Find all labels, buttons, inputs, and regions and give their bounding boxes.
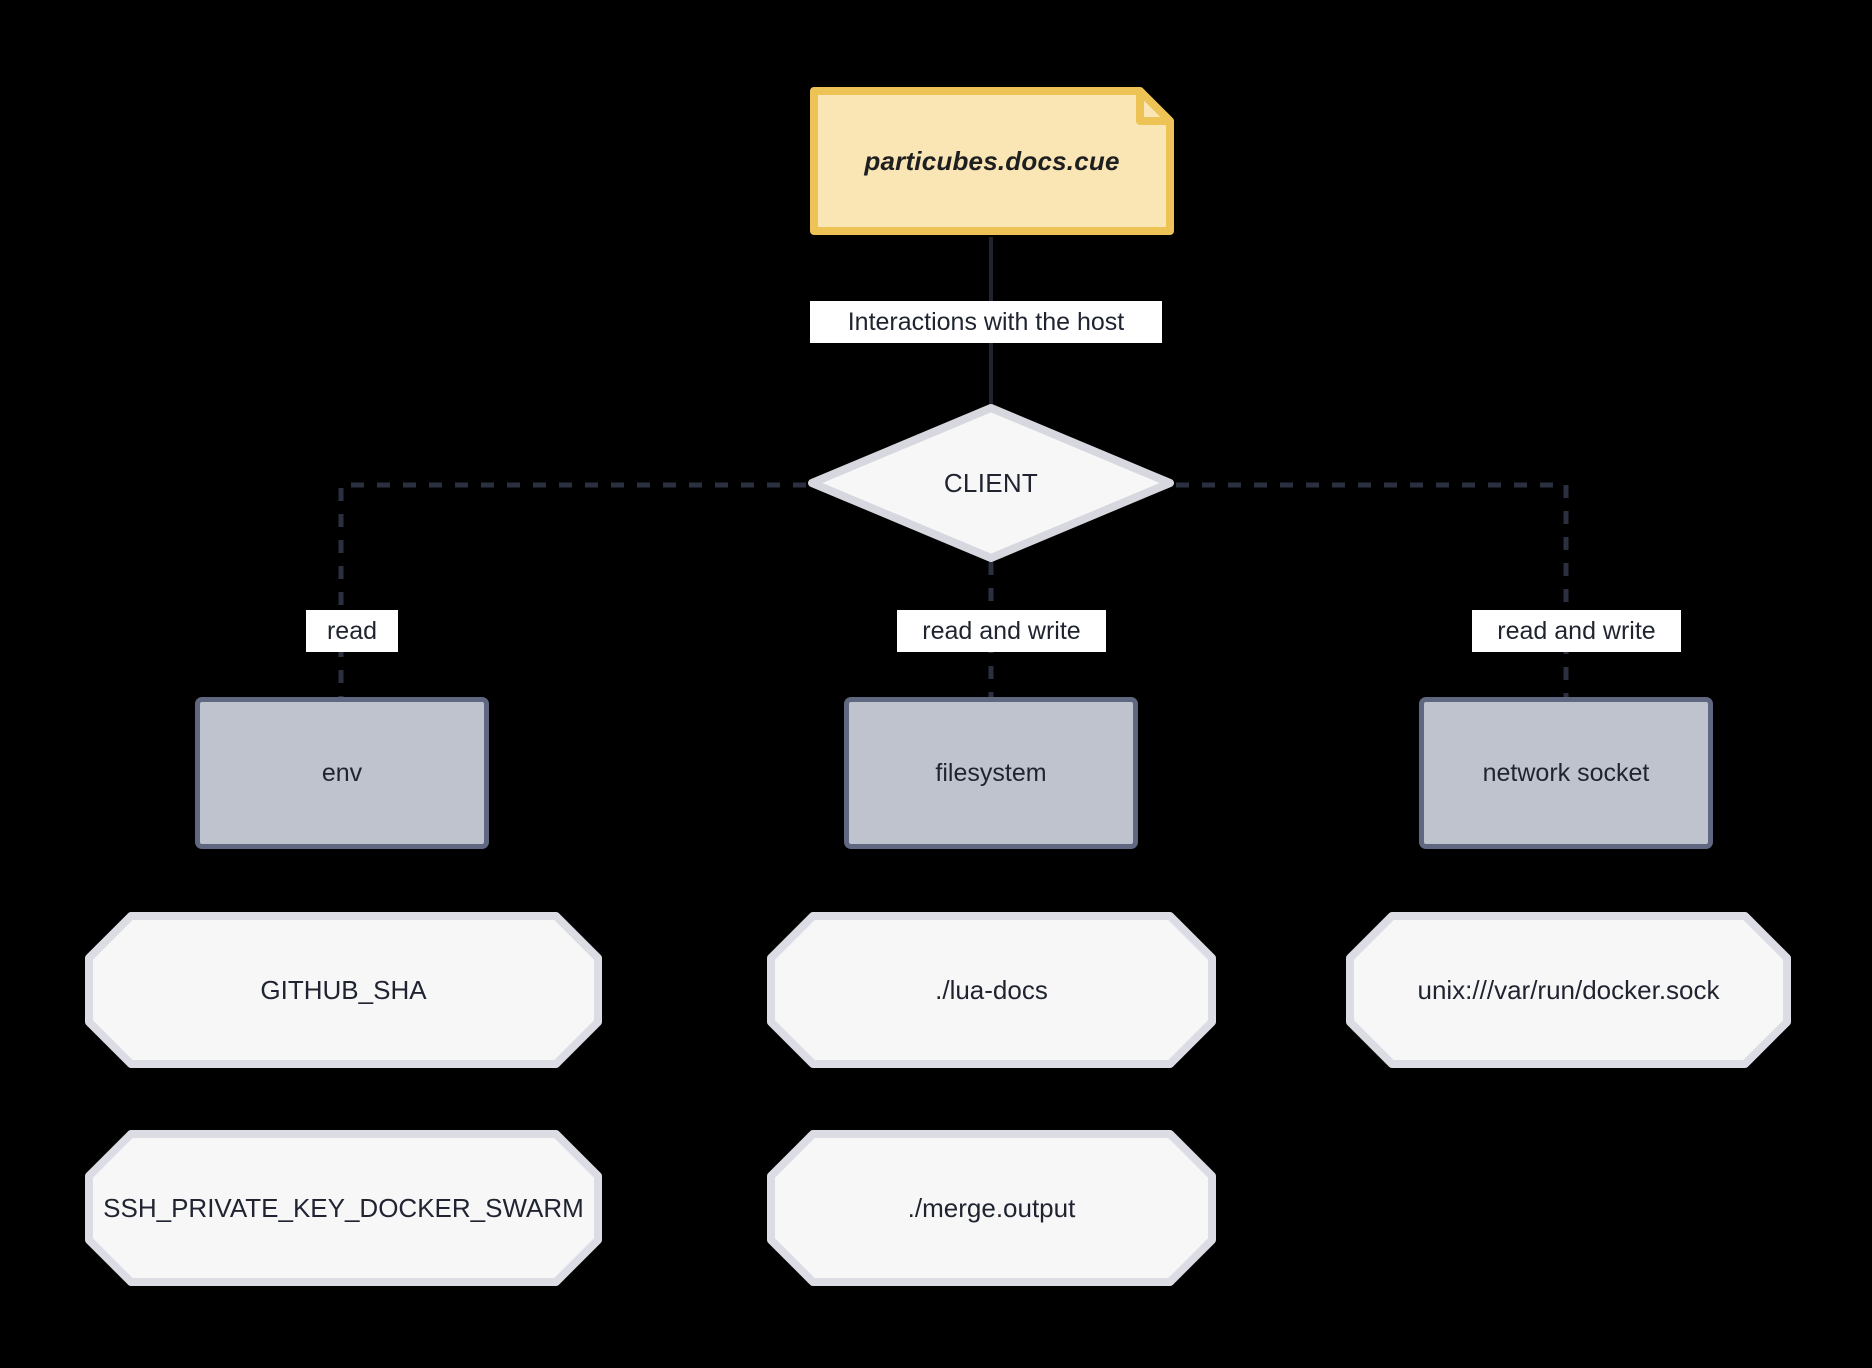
node-filesystem[interactable]: filesystem	[844, 697, 1138, 849]
node-ssh-private-key-docker-swarm-label: SSH_PRIVATE_KEY_DOCKER_SWARM	[103, 1192, 584, 1223]
edge-client-to-env	[338, 482, 806, 697]
node-env-label: env	[321, 758, 363, 787]
client-label: CLIENT	[943, 467, 1039, 498]
edge-label-interactions-with-the-host: Interactions with the host	[810, 301, 1162, 343]
node-ssh-private-key-docker-swarm[interactable]: SSH_PRIVATE_KEY_DOCKER_SWARM	[89, 1134, 598, 1282]
edge-client-to-network-socket	[1176, 482, 1569, 697]
edge-label-read-and-write-network-socket: read and write	[1472, 610, 1681, 652]
node-merge-output[interactable]: ./merge.output	[771, 1134, 1212, 1282]
node-merge-output-label: ./merge.output	[907, 1192, 1076, 1223]
node-github-sha-label: GITHUB_SHA	[260, 974, 427, 1005]
node-filesystem-label: filesystem	[935, 758, 1047, 787]
note-particubes-docs-cue[interactable]: particubes.docs.cue	[808, 85, 1176, 237]
node-docker-sock[interactable]: unix:///var/run/docker.sock	[1350, 916, 1787, 1064]
note-label: particubes.docs.cue	[864, 145, 1120, 176]
node-network-socket-label: network socket	[1482, 758, 1650, 787]
node-github-sha[interactable]: GITHUB_SHA	[89, 916, 598, 1064]
node-network-socket[interactable]: network socket	[1419, 697, 1713, 849]
edge-label-read-and-write-filesystem: read and write	[897, 610, 1106, 652]
node-lua-docs-label: ./lua-docs	[935, 974, 1048, 1005]
edge-label-read: read	[306, 610, 398, 652]
node-docker-sock-label: unix:///var/run/docker.sock	[1417, 974, 1720, 1005]
node-client[interactable]: CLIENT	[806, 404, 1176, 562]
node-env[interactable]: env	[195, 697, 489, 849]
node-lua-docs[interactable]: ./lua-docs	[771, 916, 1212, 1064]
